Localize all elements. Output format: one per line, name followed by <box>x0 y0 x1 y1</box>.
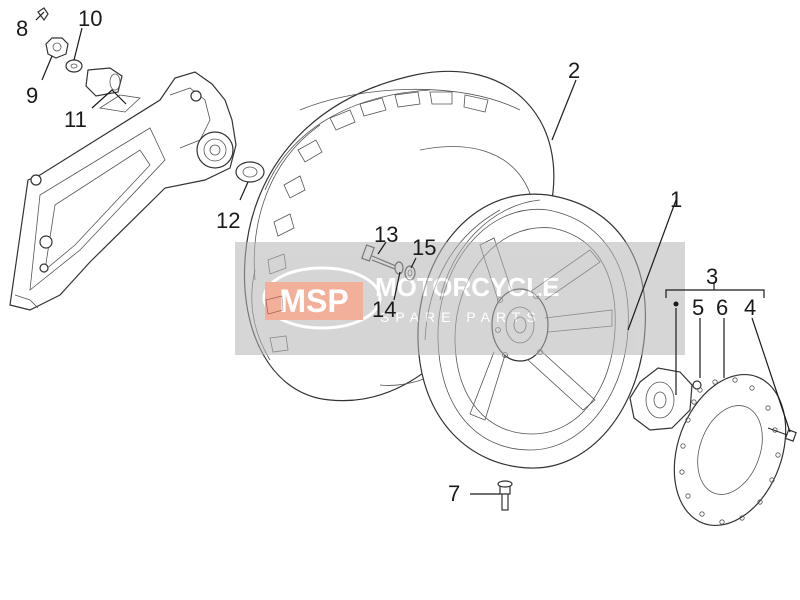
watermark-logo: MSP <box>262 266 382 330</box>
tyre-valve <box>497 480 513 511</box>
brake-disc <box>673 373 787 527</box>
callout-6: 6 <box>716 295 728 320</box>
callout-14: 14 <box>372 297 396 322</box>
callout-13: 13 <box>374 222 398 247</box>
callout-2: 2 <box>568 58 580 83</box>
leader-lines <box>35 11 791 495</box>
watermark-sub-text: SPARE PARTS <box>380 309 542 325</box>
callout-4: 4 <box>744 295 756 320</box>
callout-12: 12 <box>216 208 240 233</box>
part-9-nut <box>45 37 69 59</box>
callout-15: 15 <box>412 235 436 260</box>
part-11-spacer <box>85 67 123 97</box>
disc-bolt <box>767 427 797 442</box>
swing-arm <box>9 71 237 311</box>
callout-3-dot <box>673 301 679 307</box>
watermark: MSP MOTORCYCLE SPARE PARTS <box>235 242 685 355</box>
callout-10: 10 <box>78 6 102 31</box>
part-10-washer <box>65 59 83 73</box>
callout-7: 7 <box>448 481 460 506</box>
watermark-brand-text: MOTORCYCLE <box>375 272 559 302</box>
part-12-bearing <box>235 161 265 183</box>
part-8-clip <box>37 7 49 22</box>
callout-11: 11 <box>64 107 87 132</box>
watermark-logo-text: MSP <box>279 283 348 319</box>
callout-3: 3 <box>706 264 718 289</box>
callout-1: 1 <box>670 187 682 212</box>
callout-numbers: 1 2 3 4 5 6 7 8 9 10 11 12 13 14 15 <box>16 6 756 506</box>
callout-9: 9 <box>26 83 38 108</box>
callout-8: 8 <box>16 16 28 41</box>
callout-5: 5 <box>692 295 704 320</box>
